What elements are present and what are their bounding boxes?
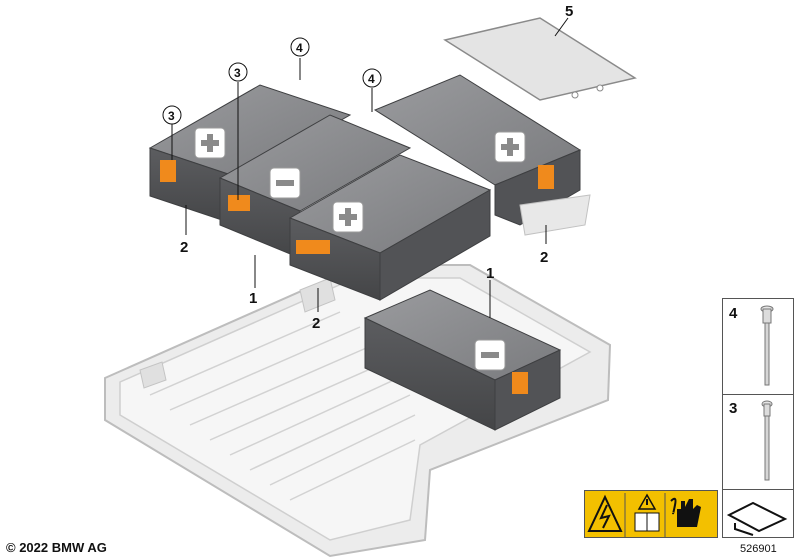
callout-4-left: 4 <box>296 41 303 55</box>
bolt-short-icon <box>761 400 773 481</box>
battery-module-upper-front <box>288 154 492 301</box>
parts-cell-wedge <box>723 489 793 537</box>
callout-3-middle-circle <box>228 62 248 82</box>
battery-module-upper-right <box>373 74 591 236</box>
read-manual-icon <box>634 512 660 532</box>
wedge-arrow-icon <box>726 501 788 536</box>
callout-1-upper-module: 1 <box>249 290 257 307</box>
callout-2-right-module: 2 <box>540 249 548 266</box>
parts-cell-item-4: 4 <box>723 299 793 395</box>
document-number: 526901 <box>740 543 777 555</box>
callout-2-left-module: 2 <box>180 239 188 256</box>
callout-4-left-circle <box>290 37 310 57</box>
battery-module-upper-middle <box>218 114 412 259</box>
leader-lines <box>171 17 569 318</box>
hv-connector <box>160 160 176 182</box>
callout-2-middle-module: 2 <box>312 315 320 332</box>
fastener-parts-panel: 4 3 <box>722 298 794 538</box>
callout-3-left: 3 <box>168 109 175 123</box>
parts-label-3: 3 <box>729 400 738 417</box>
callout-3-middle: 3 <box>234 66 241 80</box>
high-voltage-warning-icon <box>587 494 623 532</box>
copyright-notice: © 2022 BMW AG <box>6 540 107 555</box>
caution-triangle-icon <box>637 493 657 510</box>
callout-5-cover-plate: 5 <box>565 3 573 20</box>
module-cover-plate <box>443 17 637 101</box>
hv-connector <box>296 240 330 254</box>
battery-module-lower <box>363 289 562 431</box>
bolt-long-icon <box>760 305 774 386</box>
callout-1-lower-module: 1 <box>486 265 494 282</box>
battery-module-upper-left <box>148 84 352 227</box>
callout-4-right: 4 <box>368 72 375 86</box>
no-touch-hand-icon <box>670 497 701 527</box>
parts-cell-item-3: 3 <box>723 394 793 490</box>
parts-label-4: 4 <box>729 305 738 322</box>
hv-warning-panel <box>584 490 718 538</box>
hv-connector <box>512 372 528 394</box>
callout-4-right-circle <box>362 68 382 88</box>
hv-connector <box>228 195 250 211</box>
callout-3-left-circle <box>162 105 182 125</box>
hv-connector <box>538 165 554 189</box>
